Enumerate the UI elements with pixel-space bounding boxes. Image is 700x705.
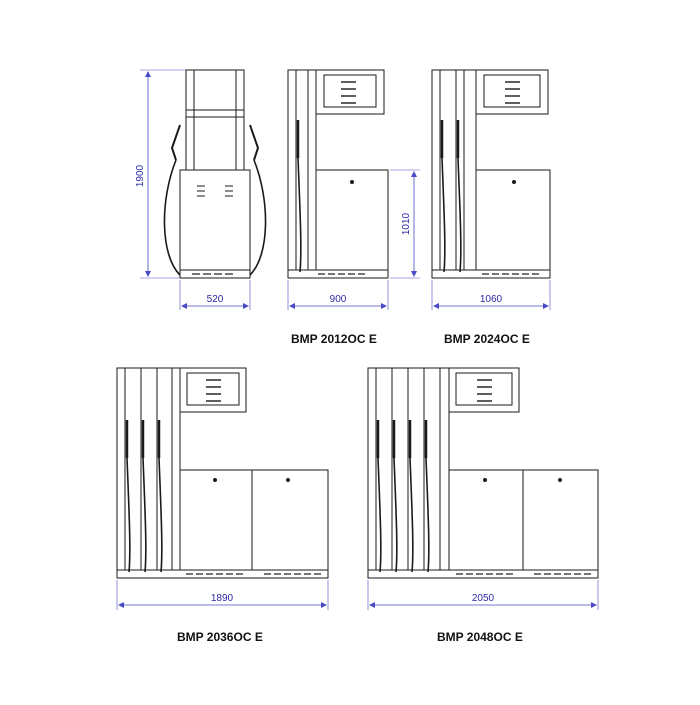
dim-520: 520 [207,294,224,305]
dim-1060: 1060 [480,294,503,305]
dim-1890: 1890 [211,593,234,604]
model-label-bmp-2024oc-e: BMP 2024OC E [444,332,530,346]
side-view [163,69,267,279]
dimension-lines [116,69,599,610]
dim-900: 900 [330,294,347,305]
dim-1900: 1900 [135,164,146,187]
model-label-bmp-2048oc-e: BMP 2048OC E [437,630,523,644]
pump-bmp-2024oc-e [431,69,551,279]
side-vents [197,185,233,197]
model-label-bmp-2036oc-e: BMP 2036OC E [177,630,263,644]
pump-bmp-2012oc-e [287,69,389,279]
dim-2050: 2050 [472,593,495,604]
pump-bmp-2036oc-e [116,367,329,579]
display-icon [341,81,356,104]
dim-1010: 1010 [401,212,412,235]
pump-bmp-2048oc-e [367,367,599,579]
model-label-bmp-2012oc-e: BMP 2012OC E [291,332,377,346]
